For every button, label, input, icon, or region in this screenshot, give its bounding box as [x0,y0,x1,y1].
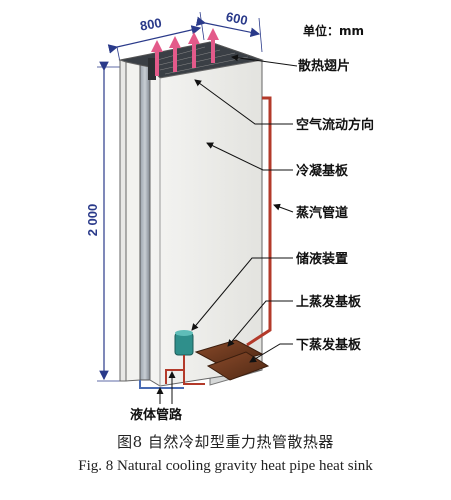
label-vapor-pipe: 蒸汽管道 [273,203,348,221]
airflow-arrow [169,36,181,72]
airflow-arrow [151,40,163,76]
figure-caption-en: Fig. 8 Natural cooling gravity heat pipe… [78,458,373,474]
svg-text:下蒸发基板: 下蒸发基板 [296,337,362,353]
svg-text:空气流动方向: 空气流动方向 [296,117,374,133]
airflow-arrow [188,32,200,68]
unit-label: 单位：mm [303,23,364,38]
figure-caption-cn: 图8 自然冷却型重力热管散热器 [117,433,334,451]
vapor-pipe [246,96,272,347]
dimension-width-label: 800 [139,15,163,34]
heat-sink-body [118,41,264,387]
upper-evaporator-plate [194,339,264,367]
airflow-arrows [151,28,219,76]
label-liquid-pipe: 液体管路 [130,371,183,423]
dimension-height: 2 000 [85,61,120,382]
liquid-pipes [139,355,205,389]
svg-text:储液装置: 储液装置 [295,251,348,267]
svg-text:散热翅片: 散热翅片 [298,58,350,74]
svg-text:液体管路: 液体管路 [130,407,183,423]
label-upper-evaporator: 上蒸发基板 [227,294,362,347]
label-reservoir: 储液装置 [191,251,348,331]
dimension-depth-label: 600 [225,9,249,28]
reservoir [174,330,194,356]
label-condenser-plate: 冷凝基板 [206,142,349,179]
svg-text:蒸汽管道: 蒸汽管道 [296,205,348,221]
dimension-height-label: 2 000 [85,204,100,237]
svg-text:冷凝基板: 冷凝基板 [296,163,349,179]
label-airflow: 空气流动方向 [194,79,374,133]
label-lower-evaporator: 下蒸发基板 [249,337,362,363]
svg-text:上蒸发基板: 上蒸发基板 [296,294,362,310]
airflow-arrow [207,28,219,63]
dimension-depth: 600 [195,9,263,53]
label-fins: 散热翅片 [231,54,350,74]
